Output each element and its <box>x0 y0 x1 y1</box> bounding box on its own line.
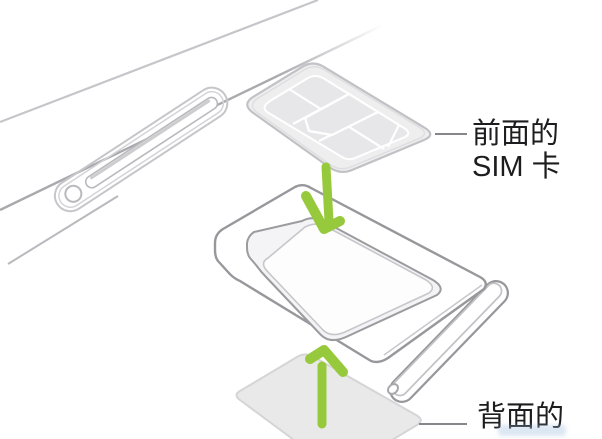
eject-hole-icon <box>387 383 399 395</box>
eject-pin-hole-icon <box>64 184 83 203</box>
watermark-smudge <box>498 425 566 436</box>
arrow-up-icon <box>305 345 348 429</box>
back-sim-label: 背面的 <box>477 401 564 434</box>
sim-slot-icon <box>53 86 229 213</box>
front-sim-label-line1: 前面的 <box>472 118 560 150</box>
front-sim-label: 前面的 SIM 卡 <box>472 118 561 184</box>
back-sim-label-line1: 背面的 <box>477 401 565 433</box>
front-sim-label-line2: SIM 卡 <box>472 151 561 183</box>
arrow-down-icon <box>301 162 345 234</box>
front-sim-card <box>246 62 432 174</box>
back-sim-card <box>235 353 422 439</box>
tray-faceplate <box>387 280 509 403</box>
tray-pocket-inner <box>262 223 434 336</box>
sim-contacts <box>263 75 410 161</box>
phone-edge <box>0 0 384 265</box>
sim-tray <box>213 184 509 403</box>
